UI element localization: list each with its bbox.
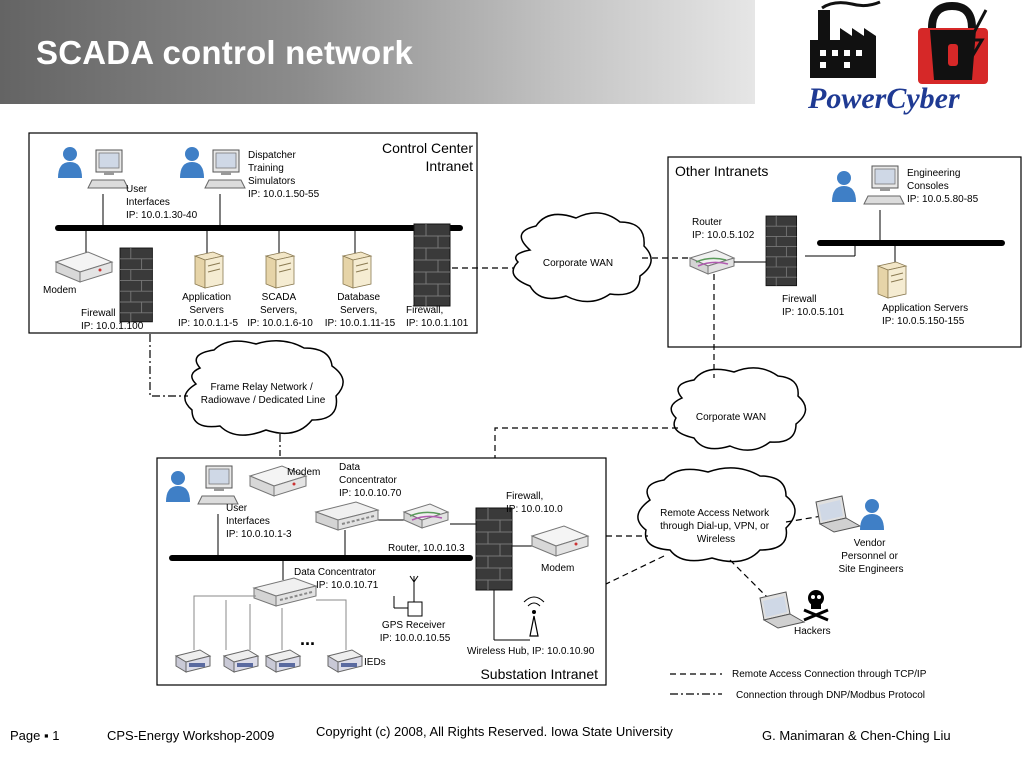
footer-workshop: CPS-Energy Workshop-2009 — [107, 728, 275, 743]
db-server-icon — [342, 251, 372, 289]
gps-receiver-icon — [407, 601, 423, 617]
ieds-label: IEDs — [364, 657, 386, 668]
control-center-subtitle: Intranet — [426, 158, 474, 174]
footer-copyright: Copyright (c) 2008, All Rights Reserved.… — [316, 724, 673, 739]
ss-modem-right-label: Modem — [541, 563, 574, 574]
ss-firewall-icon — [475, 507, 513, 591]
other-intranets-title: Other Intranets — [675, 163, 768, 179]
vendor-laptop-icon — [815, 495, 861, 533]
frame-relay-label: Frame Relay Network / Radiowave / Dedica… — [201, 382, 326, 406]
scada-server-icon — [265, 251, 295, 289]
oi-firewall-label: Firewall IP: 10.0.5.101 — [782, 294, 845, 318]
oi-router-label: Router IP: 10.0.5.102 — [692, 217, 755, 241]
vendor-label: Vendor Personnel or Site Engineers — [838, 538, 903, 575]
control-center-intranet: Control Center Intranet User Interfaces … — [28, 132, 478, 334]
wan-right-label: Corporate WAN — [696, 412, 766, 423]
dc-top-label: Data Concentrator IP: 10.0.10.70 — [339, 462, 402, 499]
other-intranets: Other Intranets Router IP: 10.0.5.102 Fi… — [667, 156, 1022, 348]
remote-access-label: Remote Access Network through Dial-up, V… — [660, 508, 772, 545]
ss-router-label: Router, 10.0.10.3 — [388, 543, 465, 554]
ss-user-interfaces-label: User Interfaces IP: 10.0.10.1-3 — [226, 503, 292, 540]
corporate-wan-top-cloud: Corporate WAN — [512, 212, 652, 303]
hackers-label: Hackers — [794, 626, 831, 637]
cc-app-servers-label: Application Servers IP: 10.0.1.1-5 — [178, 292, 238, 329]
title-banner: SCADA control network — [0, 0, 755, 104]
cc-firewall-left-icon — [119, 247, 153, 323]
wan-top-label: Corporate WAN — [543, 258, 613, 269]
db-servers-label: Database Servers, IP: 10.0.1.11-15 — [325, 292, 396, 329]
wireless-hub-icon — [523, 596, 545, 637]
cc-firewall-left-label: Firewall IP: 10.0.1.100 — [81, 308, 144, 332]
oi-app-servers-label: Application Servers IP: 10.0.5.150-155 — [882, 303, 971, 327]
dispatcher-label: Dispatcher Training Simulators IP: 10.0.… — [248, 150, 320, 200]
ied-ellipsis: ... — [300, 629, 315, 649]
legend-tcpip-label: Remote Access Connection through TCP/IP — [732, 669, 927, 680]
slide-title: SCADA control network — [36, 34, 413, 71]
powercyber-logo: PowerCyber — [807, 0, 988, 115]
corporate-wan-right-cloud: Corporate WAN — [670, 367, 807, 451]
vendor-person-icon — [860, 499, 884, 530]
scada-servers-label: SCADA Servers, IP: 10.0.1.6-10 — [247, 292, 313, 329]
footer-authors: G. Manimaran & Chen-Ching Liu — [762, 728, 951, 743]
control-center-title: Control Center — [382, 140, 473, 156]
oi-firewall-icon — [765, 215, 798, 287]
remote-access-cloud: Remote Access Network through Dial-up, V… — [637, 467, 796, 563]
gps-label: GPS Receiver IP: 10.0.0.10.55 — [380, 620, 451, 644]
oi-app-server-icon — [877, 261, 907, 299]
ss-modem-top-label: Modem — [287, 467, 320, 478]
hacker-laptop-icon — [759, 591, 805, 629]
eng-consoles-label: Engineering Consoles IP: 10.0.5.80-85 — [907, 168, 979, 205]
cc-firewall-right-icon — [413, 223, 451, 307]
substation-intranet: Substation Intranet Modem Data Concentra… — [156, 457, 607, 686]
hackers-group: Hackers — [759, 590, 831, 637]
vendor-group: Vendor Personnel or Site Engineers — [815, 495, 904, 575]
cc-app-server-icon — [194, 251, 224, 289]
wireless-hub-label: Wireless Hub, IP: 10.0.10.90 — [467, 646, 595, 657]
legend-dnp-label: Connection through DNP/Modbus Protocol — [736, 690, 925, 701]
cc-modem-label: Modem — [43, 285, 76, 296]
substation-title: Substation Intranet — [480, 666, 598, 682]
ss-firewall-label: Firewall, IP: 10.0.10.0 — [506, 491, 563, 515]
skull-icon — [803, 590, 829, 622]
cc-user-interfaces-label: User Interfaces IP: 10.0.1.30-40 — [126, 184, 198, 221]
footer-page-number: Page ▪ 1 — [10, 728, 60, 743]
cc-firewall-right-label: Firewall, IP: 10.0.1.101 — [406, 305, 469, 329]
legend: Remote Access Connection through TCP/IP … — [670, 669, 927, 701]
frame-relay-cloud: Frame Relay Network / Radiowave / Dedica… — [184, 340, 344, 436]
dc2-label: Data Concentrator IP: 10.0.10.71 — [294, 567, 379, 591]
logo-text: PowerCyber — [807, 82, 960, 115]
